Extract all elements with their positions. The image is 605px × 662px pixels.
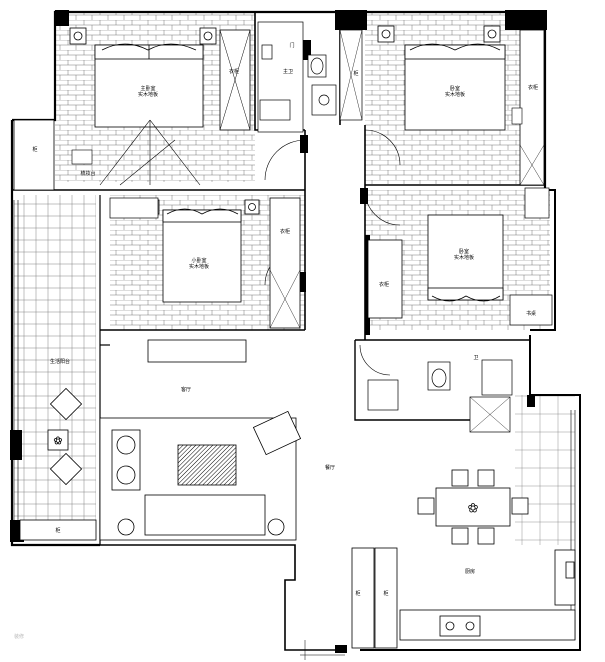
label-dressing: 梳妆台 (80, 171, 96, 177)
public-bath-fixtures (367, 359, 513, 433)
right-bottom-bed (427, 214, 504, 302)
label-bedroom-left-top: 卧室实木地板 (444, 86, 466, 98)
label-dining: 餐厅 (324, 465, 336, 471)
dining-table: ✿ (417, 469, 529, 545)
master-bed (69, 27, 217, 128)
label-master-bath: 主卫 (282, 69, 294, 75)
columns (10, 10, 547, 653)
desk-chair (511, 107, 523, 125)
label-kitchen-cabinet: 柜 (353, 71, 359, 77)
doors (264, 129, 401, 376)
right-bottom-desk (509, 294, 553, 326)
tub-wardrobe (339, 29, 363, 121)
svg-text:✿: ✿ (468, 501, 478, 515)
svg-text:✿: ✿ (54, 436, 62, 447)
balcony-tile (14, 195, 96, 540)
label-living-room: 客厅 (180, 387, 192, 393)
label-balcony: 生活阳台 (49, 359, 71, 365)
label-public-bath: 卫 (473, 355, 479, 361)
balcony-furniture: ✿ (19, 387, 97, 541)
left-cabinet (13, 119, 55, 191)
label-bedroom-right-bottom-desk: 书桌 (525, 311, 537, 317)
watermark: 装修 (14, 634, 25, 640)
label-tv-cabinet: 柜 (55, 528, 61, 534)
right-bottom-wardrobe (367, 239, 403, 319)
label-storage: 柜 (32, 147, 38, 153)
master-bath-fixtures (257, 21, 337, 133)
dining-tile (515, 395, 575, 545)
label-small-bedroom: 小卧室实木地板 (188, 258, 210, 270)
small-desk (109, 197, 159, 219)
label-small-bedroom-wardrobe: 衣柜 (279, 229, 291, 235)
kitchen-fixtures (351, 547, 576, 649)
label-master-wardrobe: 衣柜 (228, 69, 240, 75)
right-top-wardrobe (519, 29, 545, 186)
label-bedroom-right-bottom: 卧室实木地板 (453, 249, 475, 261)
label-bedroom-left-top-wardrobe: 衣柜 (527, 85, 539, 91)
label-master-bath-door: 门 (289, 43, 295, 49)
dressing-chair (71, 149, 93, 165)
living-furniture (99, 339, 302, 541)
diagonal-lines (99, 119, 201, 186)
right-top-bed (377, 25, 506, 131)
label-master-bedroom: 主卧室实木地板 (137, 86, 159, 98)
small-wardrobe (269, 197, 301, 329)
label-shoe-cabinet: 柜 (383, 591, 389, 597)
right-bottom-cabinet (524, 187, 550, 219)
label-kitchen: 厨房 (464, 569, 476, 575)
label-bedroom-right-bottom-wardrobe: 衣柜 (378, 282, 390, 288)
label-entry-cabinet: 柜 (355, 591, 361, 597)
